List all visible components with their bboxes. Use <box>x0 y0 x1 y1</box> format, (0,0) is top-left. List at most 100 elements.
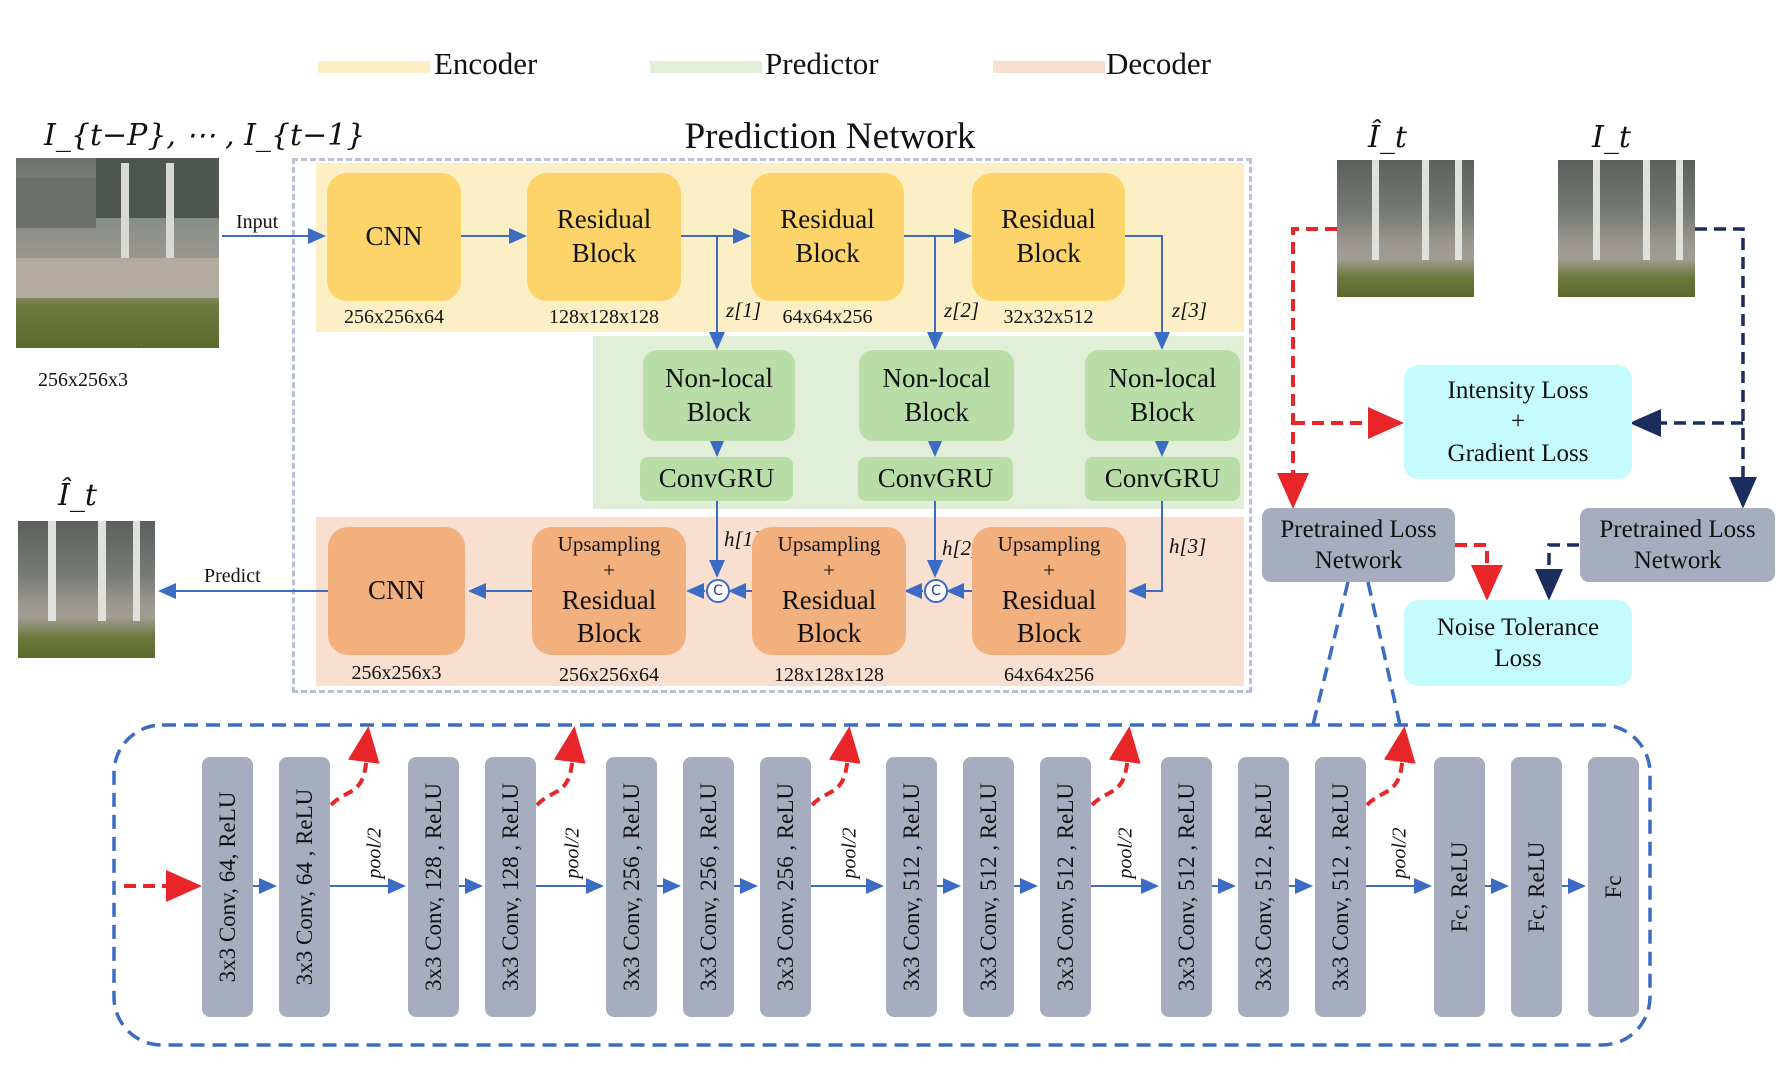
vgg-layer-5-label: 3x3 Conv, 256 , ReLU <box>618 782 644 992</box>
ground-truth-frame-image <box>1558 160 1695 297</box>
loss-plus-label: + <box>1510 408 1526 436</box>
decoder-dims-1: 256x256x3 <box>351 662 442 684</box>
vgg-layer-9-label: 3x3 Conv, 512 , ReLU <box>975 782 1001 992</box>
decoder-dims-2: 256x256x64 <box>559 664 659 686</box>
vgg-layer-7-label: 3x3 Conv, 256 , ReLU <box>772 782 798 992</box>
pool-label-1: pool/2 <box>363 827 386 879</box>
decoder-residual-label-3: Residual Block <box>1001 584 1097 649</box>
vgg-layer-10-label: 3x3 Conv, 512 , ReLU <box>1052 782 1078 992</box>
output-frame-image <box>18 521 155 658</box>
predicted-frame-label: Î_t <box>1368 120 1407 155</box>
pretrained-loss-network-right: Pretrained Loss Network <box>1580 508 1775 582</box>
vgg-layer-4: 3x3 Conv, 128 , ReLU <box>485 757 536 1017</box>
decoder-upres-block-1: Upsampling + Residual Block <box>532 527 686 655</box>
prediction-network-title: Prediction Network <box>684 116 976 157</box>
encoder-dims-2: 128x128x128 <box>549 306 659 328</box>
vgg-layer-6: 3x3 Conv, 256 , ReLU <box>683 757 734 1017</box>
vgg-layer-12: 3x3 Conv, 512 , ReLU <box>1238 757 1289 1017</box>
decoder-dims-4: 64x64x256 <box>1004 664 1094 686</box>
pretrained-right-label: Pretrained Loss Network <box>1599 515 1756 574</box>
predict-arrow-label: Predict <box>204 565 261 587</box>
vgg-layer-fc-1: Fc, ReLU <box>1434 757 1485 1017</box>
encoder-swatch <box>318 61 430 73</box>
nonlocal-block-1: Non-local Block <box>643 350 795 441</box>
vgg-layer-10: 3x3 Conv, 512 , ReLU <box>1040 757 1091 1017</box>
predictor-legend-label: Predictor <box>765 46 879 81</box>
vgg-layer-5: 3x3 Conv, 256 , ReLU <box>606 757 657 1017</box>
concat-node-1: C <box>706 579 730 603</box>
decoder-residual-label-2: Residual Block <box>781 584 877 649</box>
vgg-layer-11: 3x3 Conv, 512 , ReLU <box>1161 757 1212 1017</box>
decoder-upsampling-label-3: Upsampling <box>997 532 1101 556</box>
output-frame-label: Î_t <box>58 478 97 513</box>
input-frames-label: I_{t−P}, ⋯ , I_{t−1} <box>44 118 366 153</box>
decoder-upres-block-2: Upsampling + Residual Block <box>752 527 906 655</box>
latent-z3-label: z[3] <box>1172 298 1208 322</box>
noise-tolerance-loss-box: Noise Tolerance Loss <box>1404 600 1632 686</box>
gradient-loss-label: Gradient Loss <box>1447 439 1589 467</box>
input-dims: 256x256x3 <box>38 369 128 391</box>
vgg-layer-fc-3-label: Fc <box>1600 875 1626 899</box>
convgru-block-1: ConvGRU <box>640 457 793 501</box>
encoder-dims-3: 64x64x256 <box>782 306 873 328</box>
vgg-layer-13: 3x3 Conv, 512 , ReLU <box>1315 757 1366 1017</box>
vgg-layer-4-label: 3x3 Conv, 128 , ReLU <box>497 782 523 992</box>
prediction-network-frame <box>292 158 1252 693</box>
vgg-layer-1: 3x3 Conv, 64, ReLU <box>202 757 253 1017</box>
encoder-residual-label-3: Residual Block <box>1001 204 1096 268</box>
nonlocal-label-3: Non-local Block <box>1108 362 1217 427</box>
intensity-loss-label: Intensity Loss <box>1447 377 1589 405</box>
decoder-dims-3: 128x128x128 <box>774 664 884 686</box>
pool-label-5: pool/2 <box>1388 827 1411 879</box>
vgg-layer-3: 3x3 Conv, 128 , ReLU <box>408 757 459 1017</box>
encoder-residual-label-2: Residual Block <box>780 204 875 268</box>
vgg-layer-8: 3x3 Conv, 512 , ReLU <box>886 757 937 1017</box>
convgru-label-3: ConvGRU <box>1104 463 1221 494</box>
convgru-block-2: ConvGRU <box>858 457 1013 501</box>
vgg-layer-8-label: 3x3 Conv, 512 , ReLU <box>898 782 924 992</box>
intensity-gradient-loss-box: Intensity Loss + Gradient Loss <box>1404 365 1632 479</box>
ground-truth-frame-label: I_t <box>1592 120 1631 155</box>
predicted-frame-image <box>1337 160 1474 297</box>
vgg-layer-6-label: 3x3 Conv, 256 , ReLU <box>695 782 721 992</box>
decoder-residual-label-1: Residual Block <box>561 584 657 649</box>
decoder-cnn-label: CNN <box>367 575 425 606</box>
convgru-block-3: ConvGRU <box>1085 457 1240 501</box>
latent-z2-label: z[2] <box>944 298 980 322</box>
nonlocal-label-2: Non-local Block <box>882 362 991 427</box>
vgg-layer-7: 3x3 Conv, 256 , ReLU <box>760 757 811 1017</box>
decoder-plus-label-3: + <box>1043 558 1055 583</box>
nonlocal-block-2: Non-local Block <box>859 350 1014 441</box>
encoder-residual-label-1: Residual Block <box>556 204 652 268</box>
decoder-plus-label-1: + <box>603 558 615 583</box>
vgg-layer-2: 3x3 Conv, 64 , ReLU <box>279 757 330 1017</box>
input-arrow-label: Input <box>236 211 279 233</box>
vgg-layer-fc-2-label: Fc, ReLU <box>1523 841 1549 933</box>
vgg-layer-2-label: 3x3 Conv, 64 , ReLU <box>291 788 317 986</box>
predictor-swatch <box>650 61 762 73</box>
encoder-dims-1: 256x256x64 <box>344 306 444 328</box>
vgg-layer-11-label: 3x3 Conv, 512 , ReLU <box>1173 782 1199 992</box>
encoder-dims-4: 32x32x512 <box>1003 306 1094 328</box>
pool-label-3: pool/2 <box>838 827 861 879</box>
pretrained-left-label: Pretrained Loss Network <box>1280 515 1437 574</box>
hidden-h3-label: h[3] <box>1169 534 1207 558</box>
encoder-legend-label: Encoder <box>434 46 538 81</box>
concat-node-2: C <box>924 579 948 603</box>
decoder-upsampling-label-1: Upsampling <box>557 532 661 556</box>
encoder-residual-block-3: Residual Block <box>972 173 1125 301</box>
vgg-layer-fc-2: Fc, ReLU <box>1511 757 1562 1017</box>
encoder-cnn-block: CNN <box>327 173 461 301</box>
noise-tolerance-loss-label: Noise Tolerance Loss <box>1436 613 1600 672</box>
decoder-upsampling-label-2: Upsampling <box>777 532 881 556</box>
decoder-cnn-block: CNN <box>328 527 465 655</box>
decoder-upres-block-3: Upsampling + Residual Block <box>972 527 1126 655</box>
latent-z1-label: z[1] <box>726 298 762 322</box>
encoder-cnn-label: CNN <box>365 221 423 252</box>
encoder-residual-block-1: Residual Block <box>527 173 681 301</box>
vgg-layer-3-label: 3x3 Conv, 128 , ReLU <box>420 782 446 992</box>
input-frame-image <box>16 158 219 348</box>
vgg-layer-12-label: 3x3 Conv, 512 , ReLU <box>1250 782 1276 992</box>
pretrained-loss-network-left: Pretrained Loss Network <box>1262 508 1455 582</box>
